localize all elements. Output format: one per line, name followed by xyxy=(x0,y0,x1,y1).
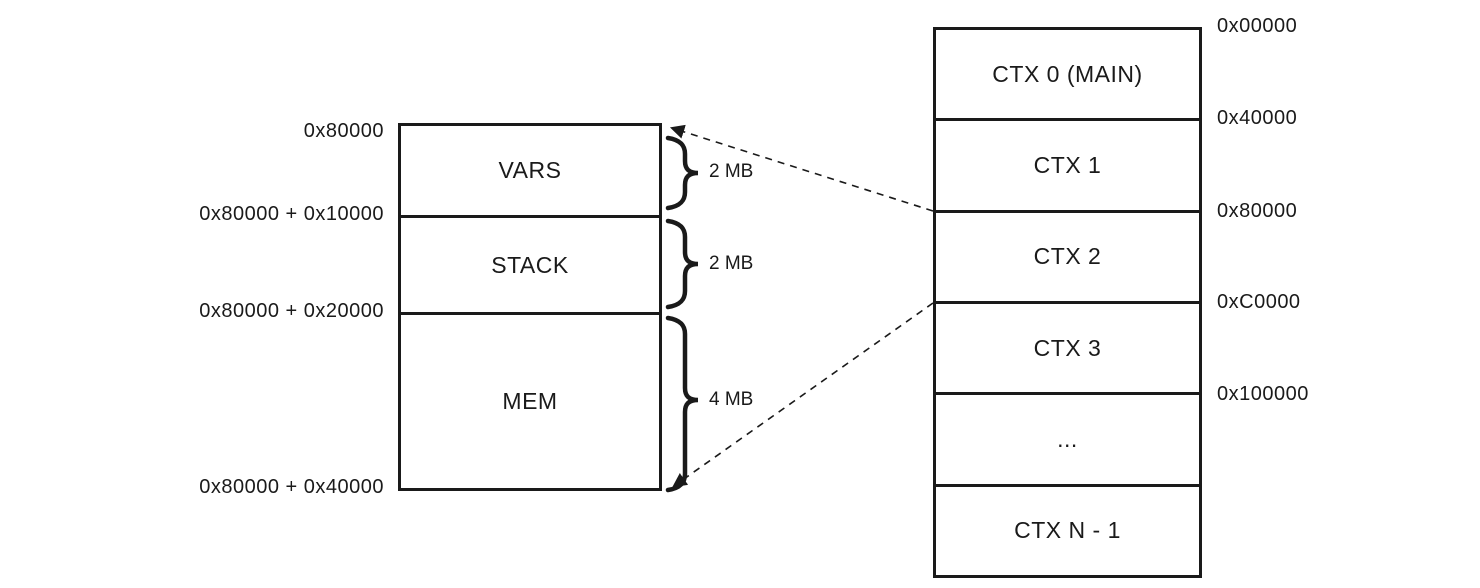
brace-mem xyxy=(665,315,699,493)
size-label-stack: 2 MB xyxy=(709,253,754,274)
context-map-box: CTX 0 (MAIN) CTX 1 CTX 2 CTX 3 ... CTX N… xyxy=(933,27,1202,578)
map-section-ellipsis: ... xyxy=(936,395,1199,487)
map-section-ctx3: CTX 3 xyxy=(936,304,1199,396)
map-section-ctx0: CTX 0 (MAIN) xyxy=(936,30,1199,122)
map-address-1: 0x40000 xyxy=(1217,107,1298,129)
size-label-vars: 2 MB xyxy=(709,161,754,182)
detail-address-base: 0x80000 xyxy=(303,120,384,142)
brace-vars xyxy=(665,135,699,211)
map-address-3: 0xC0000 xyxy=(1217,291,1301,313)
map-section-ctxn1: CTX N - 1 xyxy=(1014,517,1121,544)
brace-stack xyxy=(665,218,699,310)
detail-section-mem: MEM xyxy=(502,388,558,414)
context-detail-box: VARS STACK MEM xyxy=(398,123,662,491)
map-section-ctx2: CTX 2 xyxy=(936,213,1199,304)
detail-address-mem-end: 0x80000 + 0x40000 xyxy=(199,476,384,498)
detail-section-stack: STACK xyxy=(401,218,659,315)
size-label-mem: 4 MB xyxy=(709,389,754,410)
map-address-4: 0x100000 xyxy=(1217,383,1309,405)
map-section-ctx1: CTX 1 xyxy=(936,121,1199,213)
map-address-2: 0x80000 xyxy=(1217,200,1298,222)
detail-address-stack-end: 0x80000 + 0x20000 xyxy=(199,300,384,322)
detail-section-vars: VARS xyxy=(401,126,659,218)
detail-address-vars-end: 0x80000 + 0x10000 xyxy=(199,203,384,225)
map-address-0: 0x00000 xyxy=(1217,15,1298,37)
